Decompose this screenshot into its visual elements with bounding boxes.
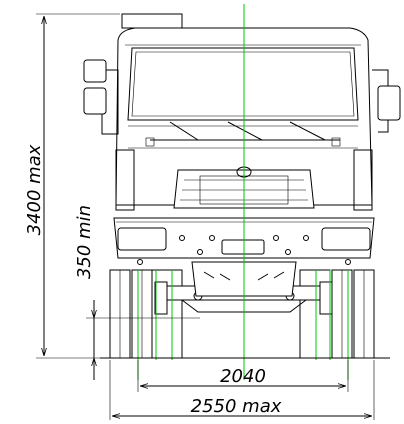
right-mirror xyxy=(372,69,401,133)
ground-clearance-label: 350 min xyxy=(74,205,95,279)
dimension-track-width: 2040 xyxy=(137,360,349,392)
dimension-overall-height: 3400 max xyxy=(24,13,120,359)
cab-body xyxy=(115,13,373,211)
track-width-label: 2040 xyxy=(220,366,266,387)
overall-height-label: 3400 max xyxy=(24,144,45,235)
left-wheels xyxy=(109,269,183,359)
dimension-overall-width: 2550 max xyxy=(109,360,375,420)
dimension-ground-clearance: 350 min xyxy=(74,205,200,380)
right-wheels xyxy=(299,269,375,359)
left-mirror xyxy=(83,59,119,135)
overall-width-label: 2550 max xyxy=(191,396,282,417)
